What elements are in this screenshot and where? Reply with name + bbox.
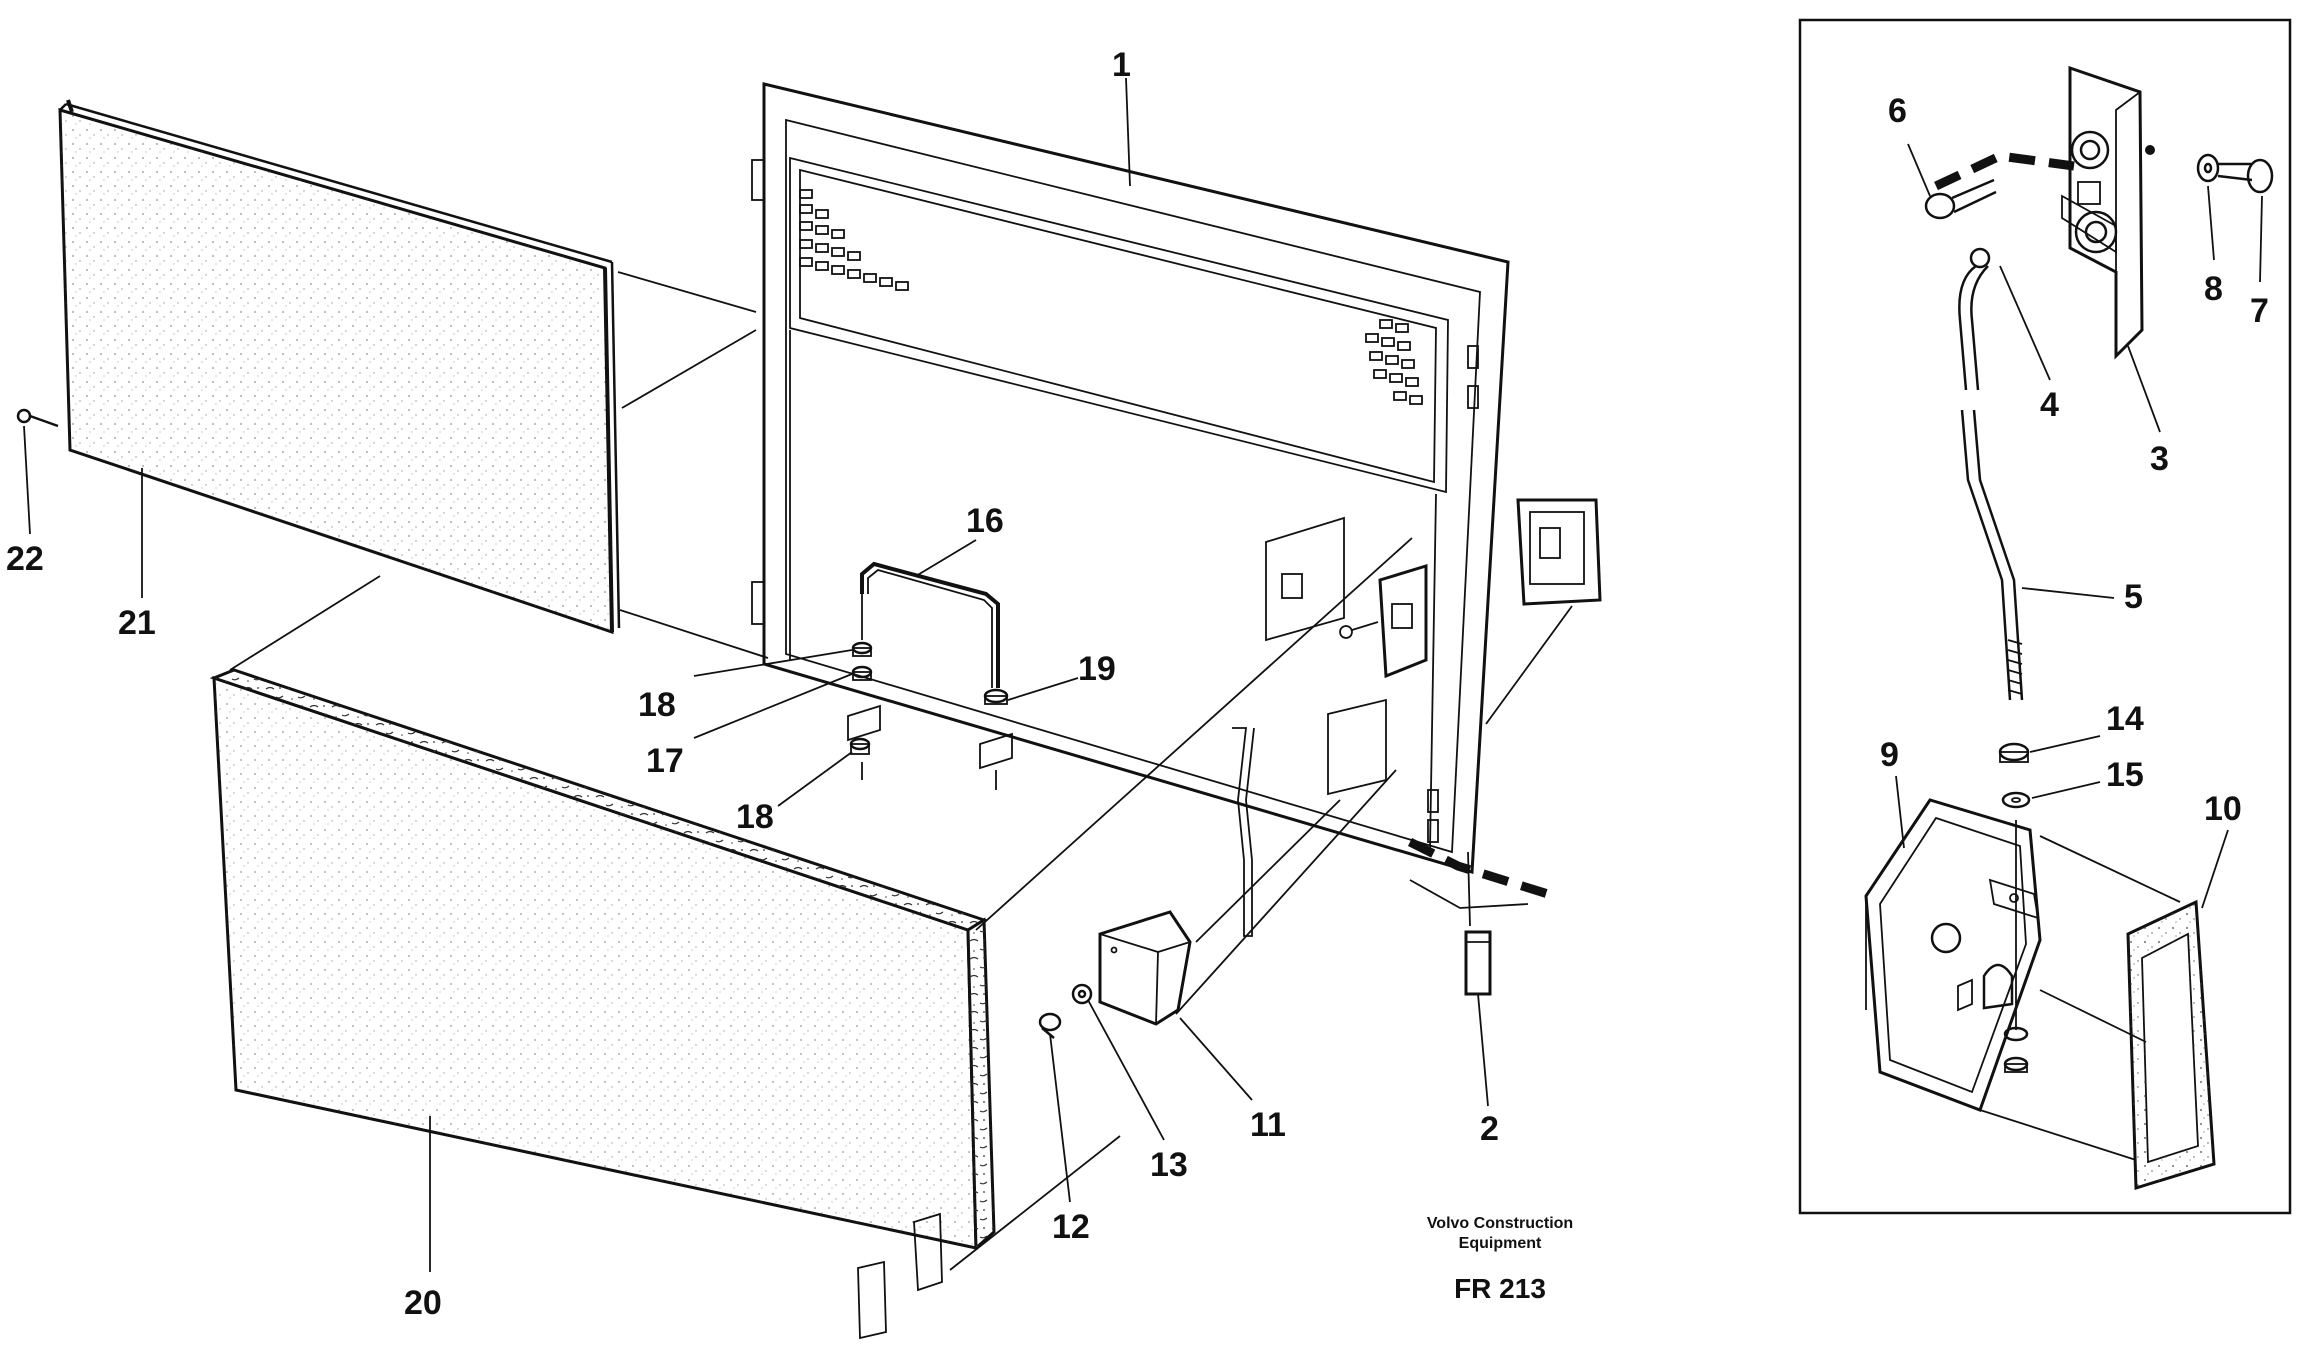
detail-inset-box bbox=[1798, 18, 2292, 1215]
callout-20: 20 bbox=[404, 1284, 442, 1322]
callout-5: 5 bbox=[2124, 578, 2143, 616]
callout-15: 15 bbox=[2106, 756, 2144, 794]
callout-14: 14 bbox=[2106, 700, 2144, 738]
credit-line-1: Volvo Construction bbox=[1427, 1215, 1573, 1232]
inset-assembly-lines bbox=[1865, 835, 2181, 1161]
dash-link-2 bbox=[1407, 837, 1550, 899]
vent-grille-right bbox=[1365, 319, 1423, 405]
callout-11: 11 bbox=[1250, 1106, 1286, 1144]
callout-3: 3 bbox=[2150, 440, 2169, 478]
latch-bracket-11 bbox=[1098, 910, 1192, 1026]
inset-washer-15 bbox=[2001, 791, 2031, 809]
inset-bracket-3 bbox=[2061, 65, 2155, 360]
screw-12 bbox=[1038, 1012, 1062, 1039]
inset-washer-8 bbox=[2196, 153, 2220, 183]
washer-13 bbox=[1071, 983, 1093, 1005]
inset-rod-5 bbox=[1958, 247, 2024, 701]
callout-19: 19 bbox=[1078, 650, 1116, 688]
rear-panel-21 bbox=[58, 99, 621, 635]
callout-1: 1 bbox=[1112, 46, 1131, 84]
figure-code: FR 213 bbox=[1454, 1273, 1546, 1304]
leader-lines bbox=[23, 77, 2263, 1272]
callout-21: 21 bbox=[118, 604, 156, 642]
callout-17: 17 bbox=[646, 742, 684, 780]
callout-labels: 1 2 3 4 5 6 7 8 9 10 11 12 13 14 15 16 1… bbox=[6, 46, 2269, 1322]
callout-4: 4 bbox=[2040, 386, 2059, 424]
assembly-lines bbox=[229, 271, 1573, 1271]
callout-13: 13 bbox=[1150, 1146, 1188, 1184]
callout-7: 7 bbox=[2250, 292, 2269, 330]
callout-18-b: 18 bbox=[736, 798, 774, 836]
screw-22 bbox=[16, 408, 59, 428]
inset-screw-6 bbox=[1924, 178, 1997, 220]
callout-9: 9 bbox=[1880, 736, 1899, 774]
inset-nut-14 bbox=[1998, 742, 2030, 763]
nut-18-top bbox=[851, 641, 873, 657]
rod bbox=[1232, 727, 1255, 937]
callout-16: 16 bbox=[966, 502, 1004, 540]
callout-8: 8 bbox=[2204, 270, 2223, 308]
handle-16 bbox=[860, 561, 1000, 688]
callout-12: 12 bbox=[1052, 1208, 1090, 1246]
inset-lock-housing-9 bbox=[1864, 798, 2042, 1112]
vent-grille-left bbox=[799, 189, 909, 291]
callout-6: 6 bbox=[1888, 92, 1907, 130]
callout-22: 22 bbox=[6, 540, 44, 578]
callout-10: 10 bbox=[2204, 790, 2242, 828]
door-frame-1 bbox=[751, 82, 1510, 874]
callout-2: 2 bbox=[1480, 1110, 1499, 1148]
lock-housing-outer bbox=[1516, 498, 1602, 606]
callout-18-a: 18 bbox=[638, 686, 676, 724]
publisher-credit: Volvo Construction Equipment FR 213 bbox=[1427, 1215, 1573, 1304]
nut-19 bbox=[983, 688, 1009, 705]
credit-line-2: Equipment bbox=[1459, 1235, 1542, 1252]
block-2 bbox=[1464, 930, 1492, 996]
front-panel-20 bbox=[209, 668, 996, 1340]
inset-dash-6 bbox=[1934, 151, 2075, 191]
catch-bracket bbox=[1339, 563, 1428, 679]
inset-gasket-10 bbox=[2126, 899, 2216, 1191]
washer-17 bbox=[851, 665, 873, 681]
inset-screw-7 bbox=[2217, 158, 2274, 194]
nut-18-bottom bbox=[849, 737, 871, 755]
